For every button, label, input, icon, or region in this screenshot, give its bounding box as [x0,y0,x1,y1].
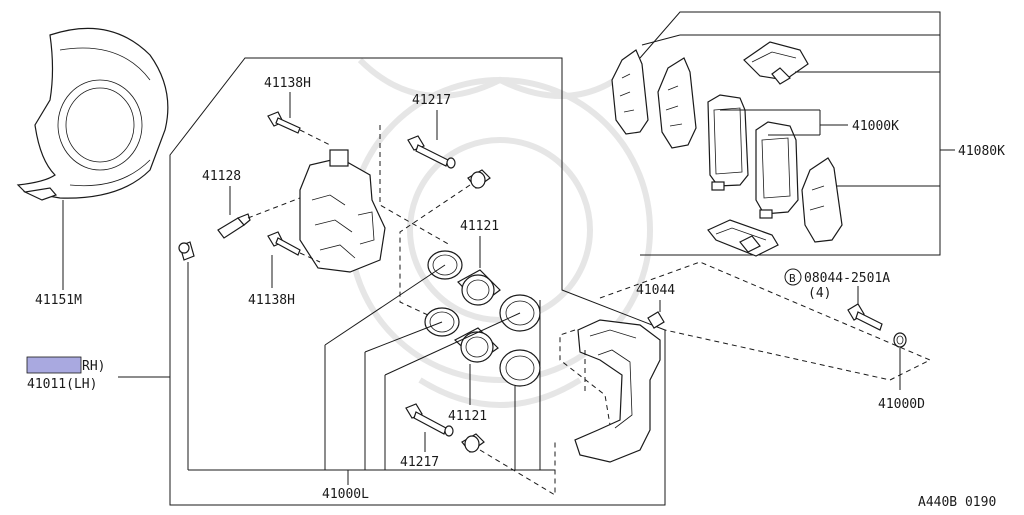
pad-kit-frame [639,11,941,256]
label-41000L: 41000L [322,487,369,502]
guide-bolt-bottom [267,231,301,256]
label-41011-rh: RH) [82,359,105,374]
label-41138H-top: 41138H [264,76,311,91]
assembly-frame [169,57,666,506]
label-41000D: 41000D [878,397,925,412]
washer-41000D [893,332,907,348]
label-highlight [26,356,82,374]
mounting-bolt [847,303,883,331]
pad-dashed-guide [599,261,932,381]
torque-member [574,319,661,463]
shim-inner [801,157,843,243]
label-41217-bottom: 41217 [400,455,439,470]
label-41000K: 41000K [852,119,899,134]
label-bolt-qty: (4) [808,286,831,301]
pad-clip-top [743,41,809,85]
piston-bottom [453,327,499,363]
label-41121-bottom: 41121 [448,409,487,424]
pin-boot-bottom [461,433,485,453]
dust-boot-bottom [499,349,541,387]
label-41080K: 41080K [958,144,1005,159]
guide-pin-bottom [405,403,454,437]
label-bolt-circle: B [789,272,796,285]
splash-shield [16,27,169,290]
bleeder-screw [217,213,251,239]
piston-top [457,269,501,306]
label-41138H-bottom: 41138H [248,293,295,308]
label-41217-top: 41217 [412,93,451,108]
shim-41044 [647,311,665,329]
label-41044: 41044 [636,283,675,298]
label-41151M: 41151M [35,293,82,308]
guide-bolt-top [267,111,301,134]
label-41121-top: 41121 [460,219,499,234]
shim-outer-2 [657,57,697,149]
pad-clip-bottom [707,219,779,257]
label-41128: 41128 [202,169,241,184]
pin-boot-top [467,169,491,189]
brake-pad-2 [755,121,799,219]
bushing-left [178,241,195,261]
caliper-body [299,149,386,273]
label-41011-lh: 41011(LH) [27,377,97,392]
brake-pad-1 [707,94,749,191]
label-bolt-part: 08044-2501A [804,271,890,286]
diagram-code: A440B 0190 [918,495,996,510]
shim-outer-1 [611,49,649,135]
bolt-circle-marker [784,268,802,286]
guide-pin-top [407,135,456,169]
